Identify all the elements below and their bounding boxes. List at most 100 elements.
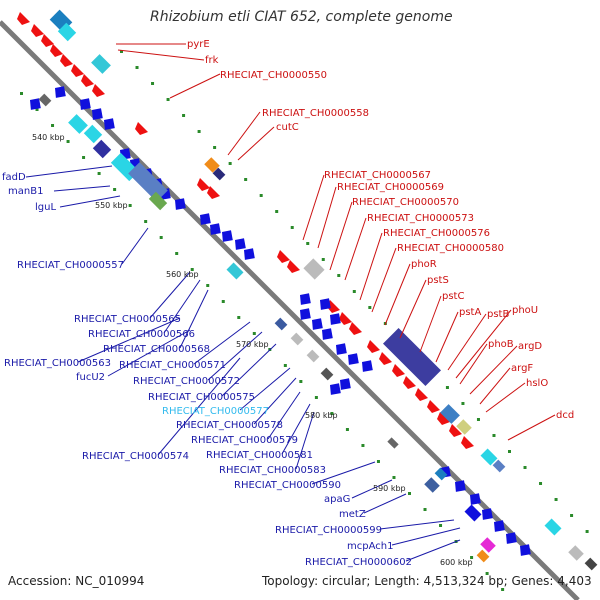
reverse-gene-arrow — [300, 308, 311, 320]
gene-label[interactable]: cutC — [276, 122, 299, 133]
forward-gene-arrow — [92, 84, 105, 97]
gene-label[interactable]: manB1 — [8, 186, 43, 197]
gc-dash — [470, 556, 474, 559]
gene-label[interactable]: RHECIAT_CH0000557 — [17, 260, 124, 271]
gc-dash — [423, 508, 427, 511]
gene-label[interactable]: RHECIAT_CH0000565 — [74, 314, 181, 325]
label-leader — [419, 295, 442, 353]
gene-label[interactable]: pyrE — [187, 39, 210, 50]
label-leader — [459, 343, 488, 385]
label-leader — [329, 201, 353, 271]
gene-label[interactable]: argF — [511, 363, 533, 374]
reverse-gene-arrow — [455, 480, 466, 492]
gene-label[interactable]: pstC — [442, 291, 464, 302]
forward-gene-arrow — [392, 364, 405, 377]
label-leader — [507, 414, 556, 441]
gene-label[interactable]: RHECIAT_CH0000575 — [148, 392, 255, 403]
gene-label[interactable]: RHECIAT_CH0000583 — [219, 465, 326, 476]
gene-box — [212, 167, 226, 181]
gene-label[interactable]: dcd — [556, 410, 574, 421]
gene-box — [480, 448, 498, 466]
gene-label[interactable]: RHECIAT_CH0000578 — [176, 420, 283, 431]
forward-gene-arrow — [207, 186, 220, 199]
label-leader — [221, 343, 277, 397]
gene-label[interactable]: fadD — [2, 172, 26, 183]
gene-label[interactable]: RHECIAT_CH0000579 — [191, 435, 298, 446]
gene-label[interactable]: RHECIAT_CH0000577 — [162, 406, 269, 417]
gc-dash — [275, 210, 279, 213]
gene-label[interactable]: pstA — [459, 307, 481, 318]
gene-label[interactable]: RHECIAT_CH0000599 — [275, 525, 382, 536]
tick-label: 540 kbp — [32, 133, 65, 142]
gene-label[interactable]: RHECIAT_CH0000572 — [133, 376, 240, 387]
gene-label[interactable]: lguL — [35, 202, 56, 213]
gene-label[interactable]: RHECIAT_CH0000567 — [324, 170, 431, 181]
gene-label[interactable]: pstS — [427, 275, 449, 286]
label-leaders — [25, 43, 556, 562]
label-leader — [485, 382, 526, 413]
reverse-gene-arrow — [175, 198, 186, 210]
tick-label: 590 kbp — [373, 484, 406, 493]
reverse-gene-arrow — [330, 383, 341, 395]
gene-box — [492, 459, 506, 473]
gene-label[interactable]: RHECIAT_CH0000576 — [383, 228, 490, 239]
gene-label[interactable]: argD — [518, 341, 542, 352]
gene-label[interactable]: RHECIAT_CH0000590 — [234, 480, 341, 491]
gene-box — [480, 537, 496, 553]
gene-label[interactable]: RHECIAT_CH0000580 — [397, 243, 504, 254]
gene-label[interactable]: RHECIAT_CH0000570 — [352, 197, 459, 208]
label-leader — [107, 329, 191, 377]
gene-label[interactable]: hslO — [526, 378, 548, 389]
gc-dash — [392, 476, 396, 479]
reverse-gene-arrow — [470, 493, 481, 505]
gene-label[interactable]: fucU2 — [76, 372, 105, 383]
gene-label[interactable]: phoR — [411, 259, 437, 270]
label-leader — [317, 186, 337, 249]
gene-label[interactable]: RHECIAT_CH0000581 — [206, 450, 313, 461]
gene-label[interactable]: RHECIAT_CH0000569 — [337, 182, 444, 193]
tick-label: 570 kbp — [236, 340, 269, 349]
gc-dash — [290, 226, 294, 229]
reverse-gene-arrow — [312, 318, 323, 330]
forward-gene-arrow — [427, 400, 440, 413]
gene-label[interactable]: RHECIAT_CH0000558 — [262, 108, 369, 119]
gene-label[interactable]: RHECIAT_CH0000573 — [367, 213, 474, 224]
label-leader — [351, 479, 393, 499]
gene-label[interactable]: apaG — [324, 494, 350, 505]
gene-label[interactable]: RHECIAT_CH0000568 — [103, 344, 210, 355]
reverse-gene-arrow — [494, 520, 505, 532]
forward-gene-arrow — [461, 436, 474, 449]
gene-label[interactable]: RHECIAT_CH0000550 — [220, 70, 327, 81]
gc-dash — [259, 194, 263, 197]
genome-summary-text: Topology: circular; Length: 4,513,324 bp… — [262, 574, 592, 588]
gc-dash — [228, 162, 232, 165]
gene-label[interactable]: RHECIAT_CH0000602 — [305, 557, 412, 568]
gc-dash — [144, 220, 148, 223]
gc-dash — [120, 50, 123, 53]
label-leader — [25, 165, 113, 178]
gc-dash — [376, 460, 380, 463]
gene-label[interactable]: phoU — [512, 305, 538, 316]
gc-dash — [82, 156, 86, 159]
gc-dash — [244, 178, 248, 181]
label-leader — [295, 411, 315, 470]
reverse-gene-arrow — [300, 293, 311, 305]
gene-label[interactable]: metZ — [339, 509, 366, 520]
gene-label[interactable]: RHECIAT_CH0000566 — [88, 329, 195, 340]
gene-label[interactable]: RHECIAT_CH0000571 — [119, 360, 226, 371]
gene-label[interactable]: RHECIAT_CH0000574 — [82, 451, 189, 462]
gc-dash — [20, 92, 23, 95]
gene-box — [383, 328, 441, 386]
gene-label[interactable]: phoB — [488, 339, 514, 350]
gc-dash — [352, 290, 356, 293]
gene-label[interactable]: pstB — [487, 309, 509, 320]
gene-label[interactable]: frk — [205, 55, 219, 66]
gene-label[interactable]: RHECIAT_CH0000563 — [4, 358, 111, 369]
label-leader — [207, 331, 263, 381]
gc-dash — [182, 114, 186, 117]
gc-dash — [314, 396, 318, 399]
gc-dash — [539, 482, 543, 485]
reverse-gene-arrow — [322, 328, 333, 340]
gene-label[interactable]: mcpAch1 — [347, 541, 393, 552]
